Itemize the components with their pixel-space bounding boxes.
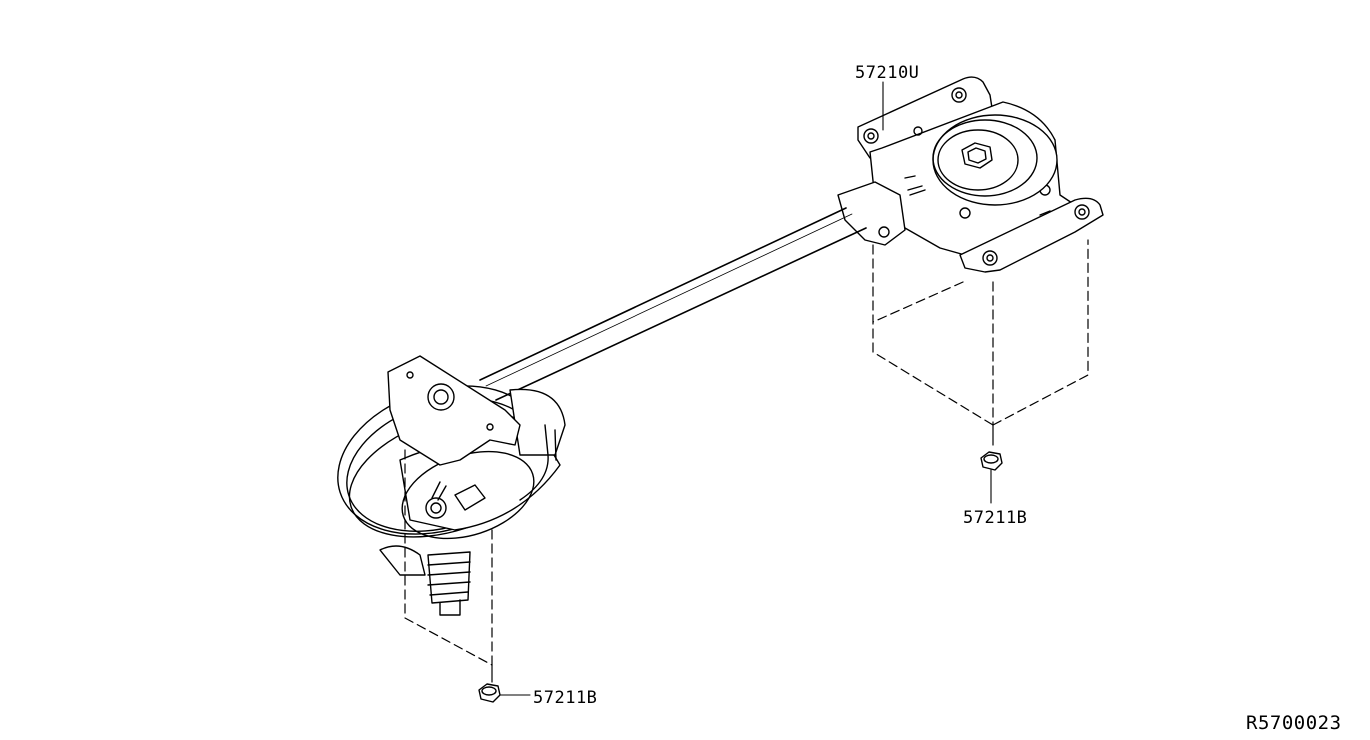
spare-tire-shaft	[479, 207, 867, 401]
leader-lines	[499, 81, 992, 696]
nut-right	[980, 451, 1003, 471]
part-label-57211b-left: 57211B	[533, 688, 598, 708]
carrier-bracket-assembly	[837, 76, 1104, 273]
nut-left	[478, 683, 501, 703]
part-label-57210u: 57210U	[855, 63, 920, 83]
tire-holder-assembly	[337, 355, 566, 616]
diagram-reference-code: R5700023	[1246, 712, 1342, 734]
projection-lines	[404, 239, 1089, 666]
part-label-57211b-right: 57211B	[963, 508, 1028, 528]
